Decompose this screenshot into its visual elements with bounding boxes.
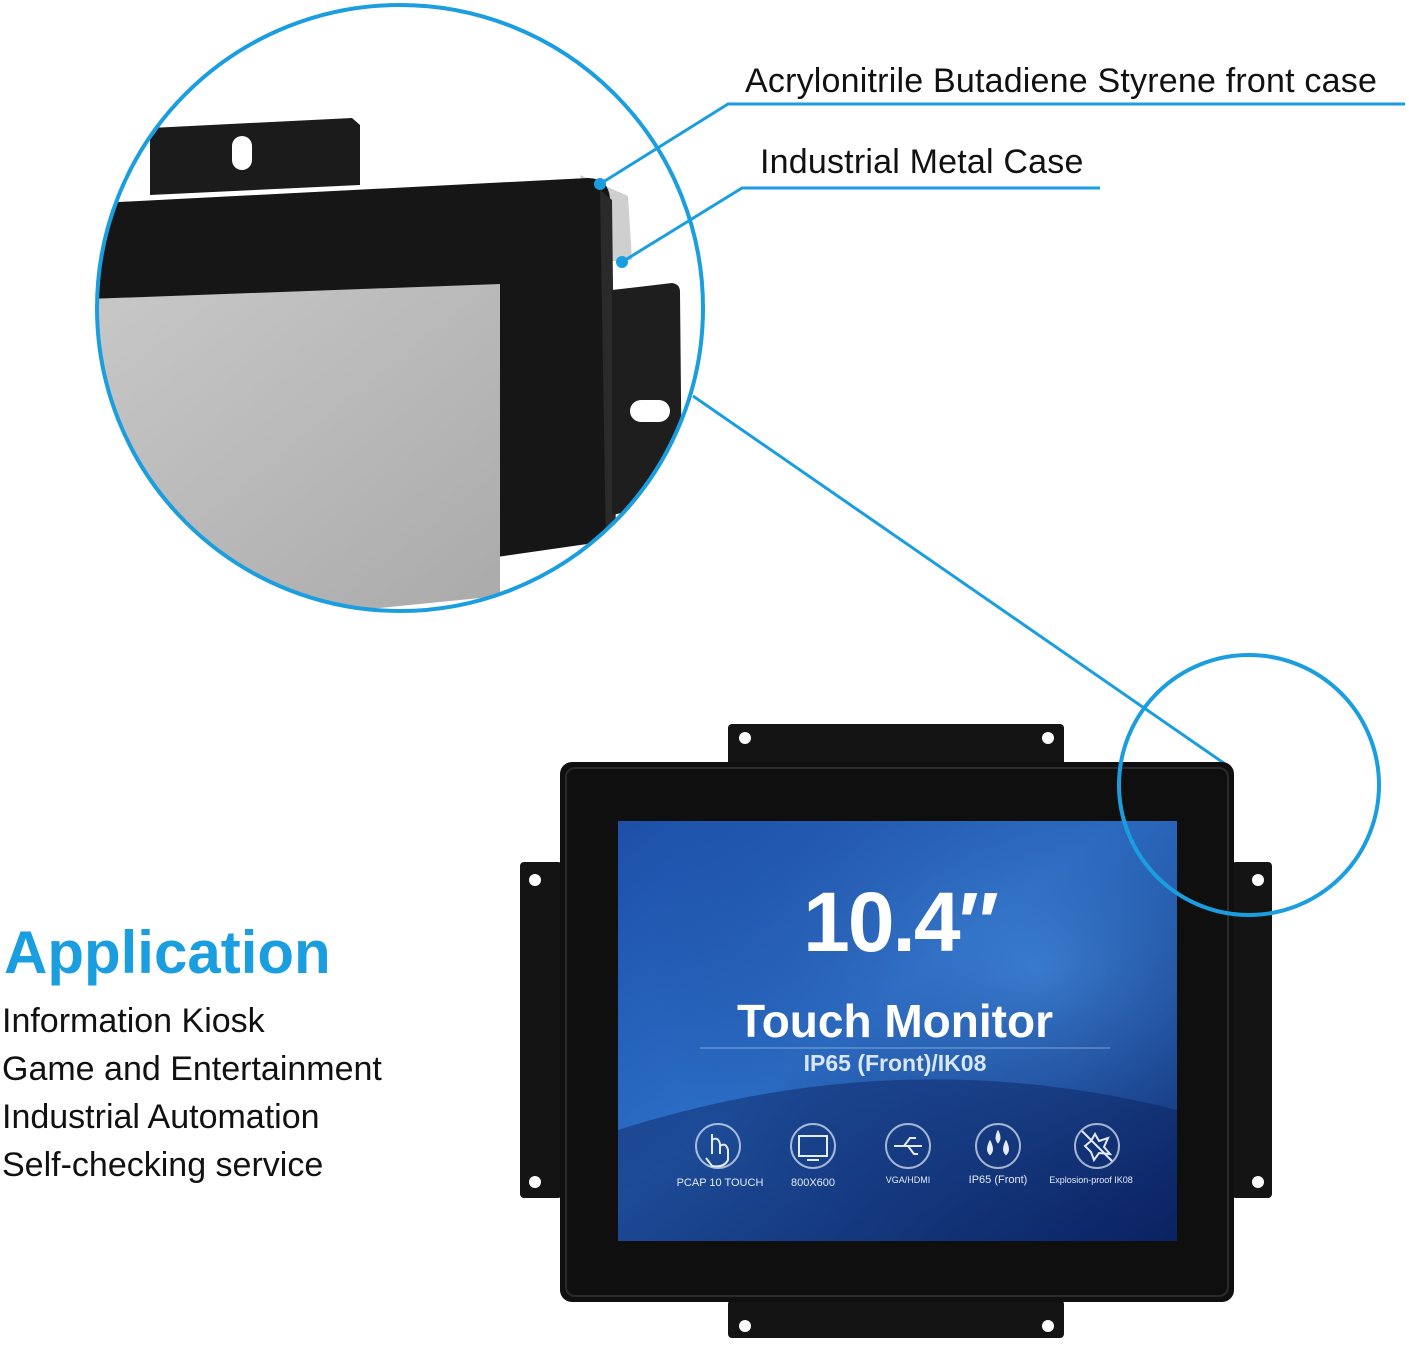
metal-case-label: Industrial Metal Case xyxy=(760,143,1084,181)
screen-title: Touch Monitor xyxy=(737,995,1053,1047)
callout-dot-metal xyxy=(616,256,628,268)
list-item: Industrial Automation xyxy=(2,1098,320,1136)
monitor-top-bracket xyxy=(728,724,1064,766)
feature-label-ip65: IP65 (Front) xyxy=(968,1174,1028,1186)
callout-dot-front xyxy=(594,178,606,190)
zoom-detail xyxy=(97,5,703,611)
screen-size-text: 10.4″ xyxy=(803,875,999,969)
explosion-proof-icon xyxy=(1074,1123,1120,1169)
list-item: Information Kiosk xyxy=(2,1002,265,1040)
zoom-top-bracket xyxy=(150,118,360,195)
detail-indicator-circle xyxy=(1117,653,1381,917)
monitor-bottom-bracket xyxy=(728,1300,1064,1338)
zoom-side-slot xyxy=(630,400,670,422)
feature-label-resolution: 800X600 xyxy=(790,1177,836,1189)
front-case-label: Acrylonitrile Butadiene Styrene front ca… xyxy=(745,62,1378,100)
touch-hand-icon xyxy=(695,1123,741,1169)
screen-subtitle: IP65 (Front)/IK08 xyxy=(803,1050,987,1076)
zoom-circle xyxy=(95,3,705,613)
water-drops-icon xyxy=(975,1123,1021,1169)
feature-label-ports: VGA/HDMI xyxy=(885,1175,931,1185)
feature-label-touch: PCAP 10 TOUCH xyxy=(676,1177,764,1189)
application-list: Information Kiosk Game and Entertainment… xyxy=(2,1000,382,1192)
list-item: Game and Entertainment xyxy=(2,1050,382,1088)
list-item: Self-checking service xyxy=(2,1146,324,1184)
monitor-left-bracket xyxy=(520,862,562,1198)
application-heading: Application xyxy=(4,919,331,986)
zoom-bracket-slot xyxy=(232,136,252,170)
ppi-monitor-icon xyxy=(790,1123,836,1169)
callout-lines xyxy=(599,102,1405,768)
usb-connector-icon xyxy=(885,1123,931,1169)
monitor-right-bracket xyxy=(1232,862,1272,1198)
monitor xyxy=(520,724,1272,1338)
feature-label-explosion: Explosion-proof IK08 xyxy=(1049,1175,1133,1185)
